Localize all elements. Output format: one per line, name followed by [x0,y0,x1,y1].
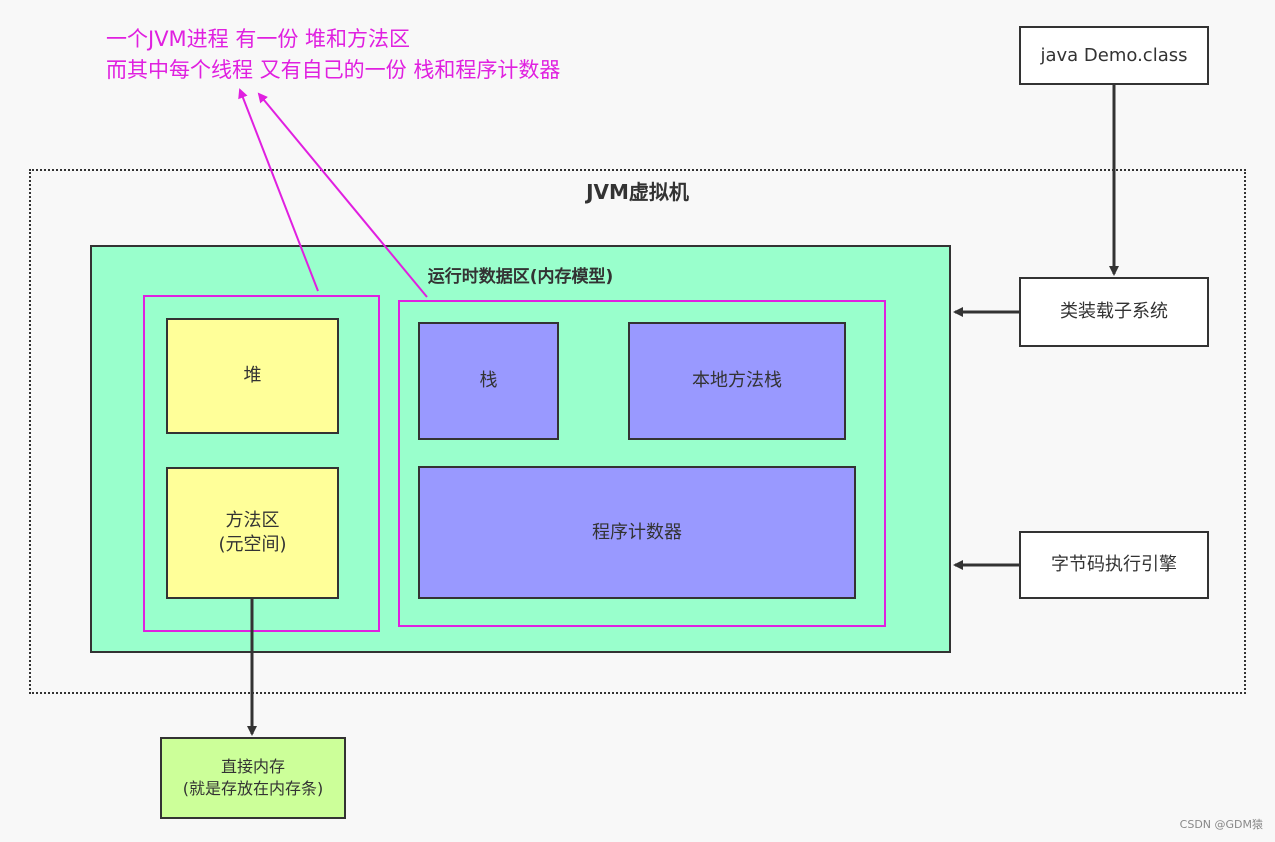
class-loader-box: 类装载子系统 [1019,277,1209,347]
method-area-label: 方法区 [225,510,280,531]
execution-engine-box: 字节码执行引擎 [1019,531,1209,599]
stack-block: 栈 [418,322,559,440]
annotation-line-2: 而其中每个线程 又有自己的一份 栈和程序计数器 [106,58,561,82]
java-class-file-box: java Demo.class [1019,26,1209,85]
annotation-note: 一个JVM进程 有一份 堆和方法区 而其中每个线程 又有自己的一份 栈和程序计数… [106,24,560,86]
method-area-block: 方法区 (元空间) [166,467,339,599]
program-counter-block: 程序计数器 [418,466,856,599]
jvm-frame [29,169,1246,694]
stack-label: 栈 [479,370,498,391]
heap-block: 堆 [166,318,339,434]
direct-memory-box: 直接内存 (就是存放在内存条) [160,737,346,819]
execution-engine-label: 字节码执行引擎 [1051,554,1177,575]
jvm-title: JVM虚拟机 [586,180,689,204]
runtime-data-area-title: 运行时数据区(内存模型) [427,267,614,287]
annotation-line-1: 一个JVM进程 有一份 堆和方法区 [106,27,411,51]
direct-memory-sublabel: (就是存放在内存条) [182,779,324,798]
java-class-file-label: java Demo.class [1040,44,1188,66]
native-method-stack-label: 本地方法栈 [692,370,782,391]
direct-memory-label: 直接内存 [220,757,285,776]
class-loader-label: 类装载子系统 [1060,301,1168,322]
method-area-sublabel: (元空间) [218,534,287,555]
heap-label: 堆 [243,365,262,386]
watermark: CSDN @GDM猿 [1179,818,1263,831]
thread-memory-group [398,300,886,627]
program-counter-label: 程序计数器 [592,521,682,543]
native-method-stack-block: 本地方法栈 [628,322,846,440]
